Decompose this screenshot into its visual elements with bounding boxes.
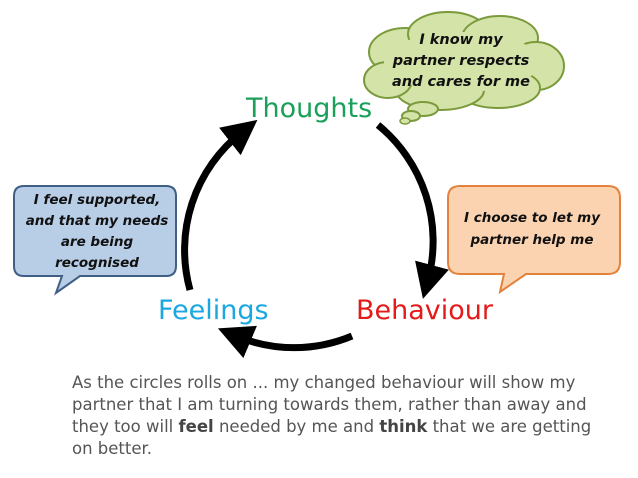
thought-cloud-line: I know my: [419, 32, 503, 48]
caption-paragraph: As the circles rolls on ... my changed b…: [72, 372, 612, 460]
behaviour-callout-line: I choose to let my: [463, 210, 600, 226]
behaviour-callout-text: I choose to let my partner help me: [452, 207, 612, 251]
feelings-callout-line: and that my needs: [25, 213, 169, 229]
thought-cloud-line: partner respects: [392, 53, 530, 69]
feelings-callout-line: recognised: [55, 255, 139, 271]
feelings-callout-line: I feel supported,: [33, 192, 161, 208]
feelings-label: Feelings: [158, 295, 269, 326]
caption-text: As the circles rolls on ... my changed b…: [72, 373, 587, 436]
thought-cloud-line: and cares for me: [392, 74, 530, 90]
thought-bubble-dot-3: [399, 117, 411, 125]
behaviour-callout-bubble: [447, 185, 621, 295]
behaviour-callout-line: partner help me: [470, 232, 594, 248]
caption-text: that we are getting on better.: [72, 417, 592, 458]
feelings-callout-text: I feel supported, and that my needs are …: [22, 190, 172, 274]
caption-bold-think: think: [379, 417, 428, 436]
thought-cloud-text: I know my partner respects and cares for…: [372, 30, 550, 93]
caption-text: needed by me and: [213, 417, 380, 436]
thought-cloud: [363, 11, 565, 125]
behaviour-label: Behaviour: [356, 295, 494, 326]
caption-bold-feel: feel: [178, 417, 214, 436]
feelings-callout-bubble: [13, 185, 177, 296]
cycle-arrow-thoughts-to-behaviour: [375, 122, 449, 299]
feelings-callout-line: are being: [60, 234, 134, 250]
cycle-arrow-behaviour-to-feelings: [217, 325, 354, 359]
thoughts-label: Thoughts: [246, 93, 373, 124]
cycle-arrow-feelings-to-thoughts: [181, 119, 258, 291]
